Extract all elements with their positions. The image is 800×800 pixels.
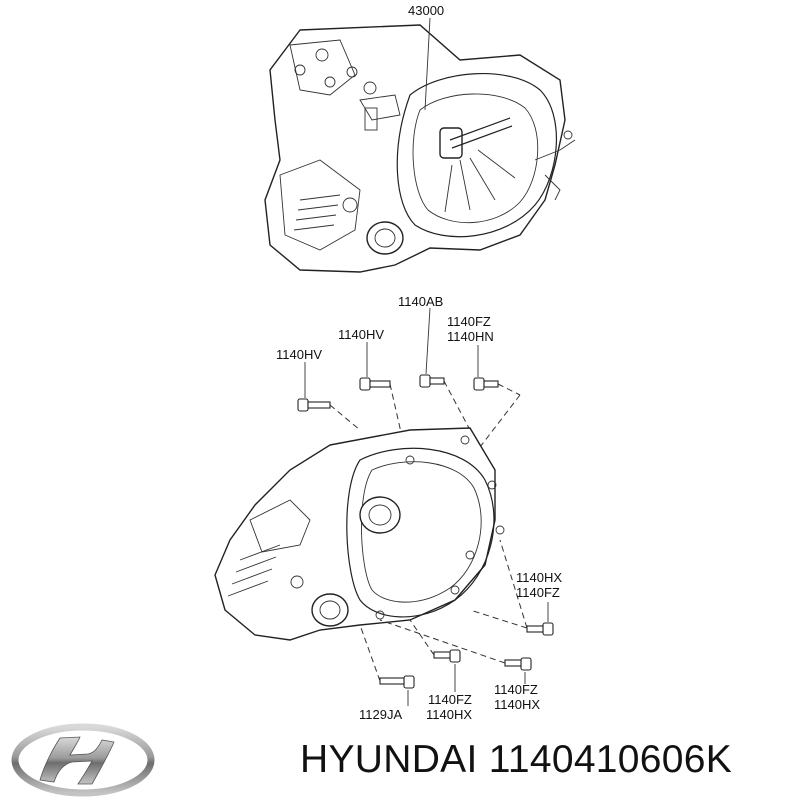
label-1140fz-bottom-a: 1140FZ [428,692,472,707]
label-1140fz-right: 1140FZ [516,585,560,600]
bolt-1140fz-hx-bottom-a [433,649,461,663]
bolt-1129ja [379,675,415,689]
label-1140fz-top: 1140FZ [447,314,491,329]
part-number-caption: HYUNDAI 1140410606K [300,738,733,781]
transmission-assembly [264,17,576,273]
label-1129ja: 1129JA [359,707,402,722]
label-1140hx-bottom-b: 1140HX [494,697,540,712]
label-1140hn-top: 1140HN [447,329,494,344]
bolt-1140fz-hx-bottom-b [504,657,532,671]
transmission-case [214,427,505,641]
label-43000: 43000 [408,3,444,18]
bolt-1140ab [419,374,445,388]
bolt-1140hv-middle [359,377,391,391]
bolt-1140hx-fz-right [526,622,554,636]
label-1140hx-bottom-a: 1140HX [426,707,472,722]
label-1140ab: 1140AB [398,294,443,309]
label-1140hv-middle: 1140HV [338,327,384,342]
bolt-1140hv-left [297,398,331,412]
label-1140hx-right: 1140HX [516,570,562,585]
bolt-1140fz-hn [473,377,499,391]
label-1140hv-left: 1140HV [276,347,322,362]
hyundai-logo-icon [11,723,155,797]
label-1140fz-bottom-b: 1140FZ [494,682,538,697]
